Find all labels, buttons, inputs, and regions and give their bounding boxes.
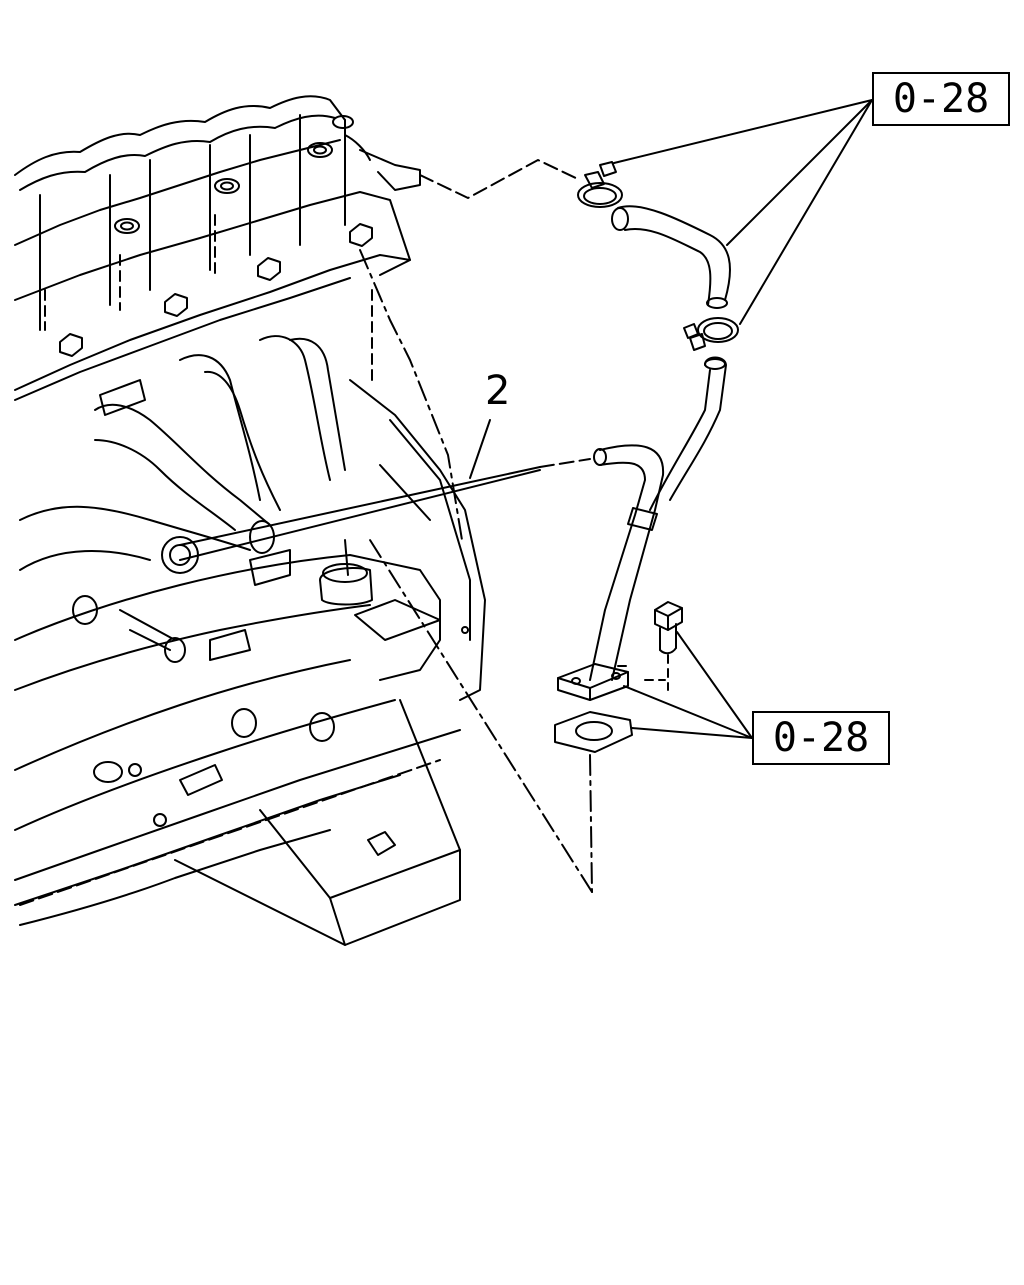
- hose-clamp-lower: [684, 318, 738, 350]
- flange-bolt: [618, 602, 682, 690]
- part-callout-2: 2: [485, 368, 511, 414]
- reference-label-bottom[interactable]: 0-28: [752, 711, 890, 765]
- oil-pan: [175, 700, 460, 945]
- hose-clamp-upper: [578, 162, 622, 207]
- reference-label-top[interactable]: 0-28: [872, 72, 1010, 126]
- exhaust-manifold: [20, 336, 345, 570]
- gasket: [555, 712, 632, 752]
- dipstick: [162, 459, 590, 573]
- dipstick-tube: [555, 445, 663, 752]
- leader-lines: [470, 100, 872, 738]
- breather-hose: [345, 135, 738, 510]
- head-bolts: [60, 116, 372, 356]
- engine-block: [15, 96, 485, 945]
